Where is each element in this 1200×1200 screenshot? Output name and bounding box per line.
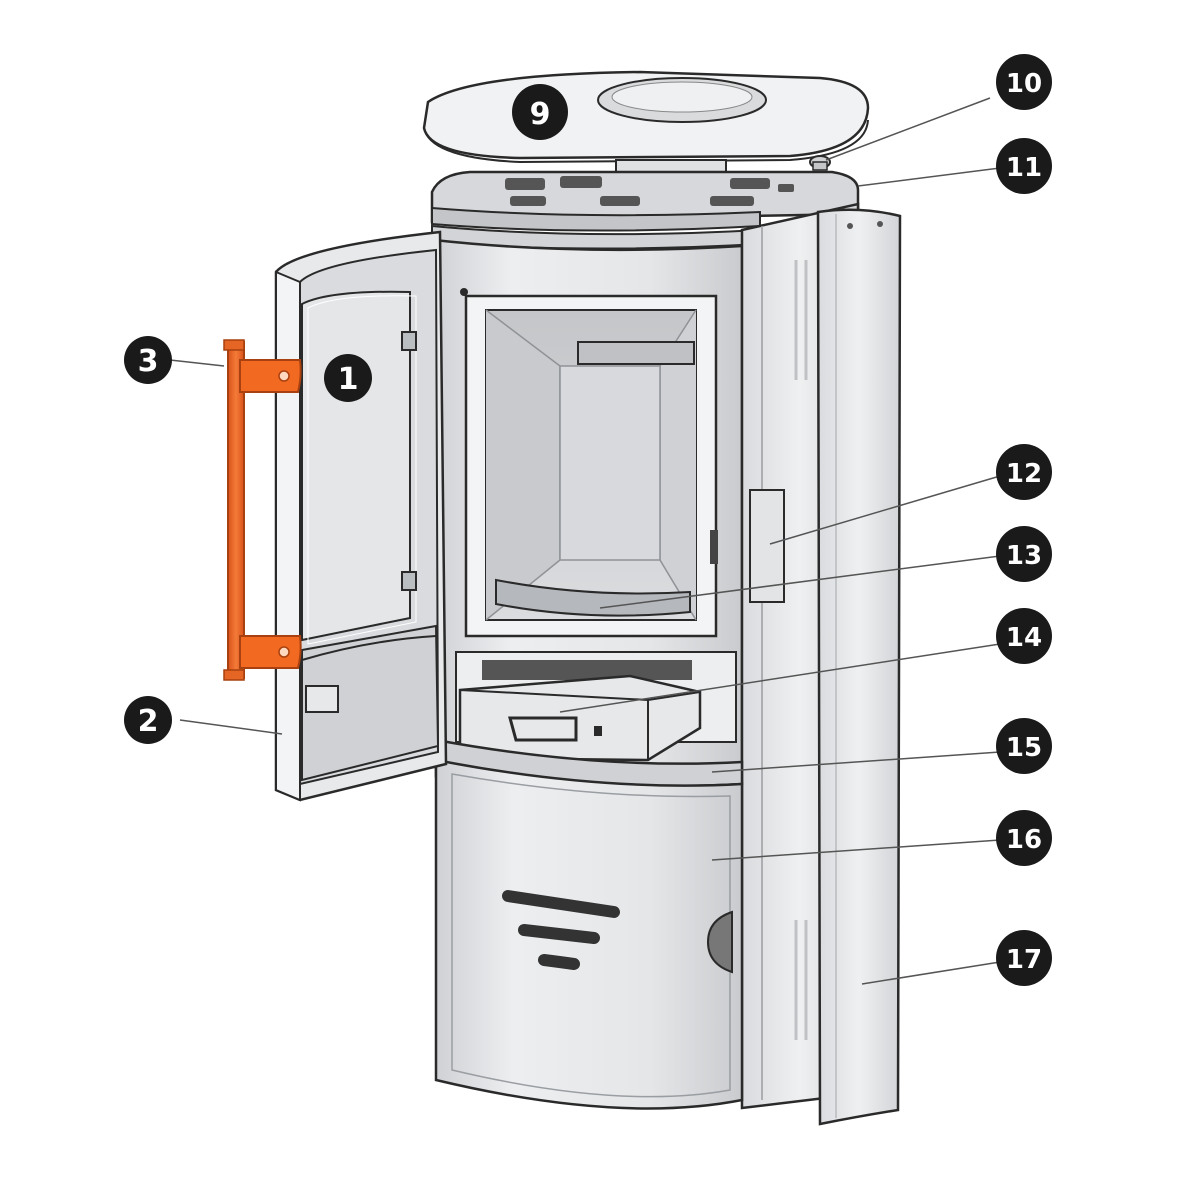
callout-1-label: 1: [338, 362, 359, 397]
callout-16-label: 16: [1006, 825, 1042, 855]
callout-3: 3: [124, 336, 172, 384]
callout-12-label: 12: [1006, 459, 1042, 489]
callout-11-label: 11: [1006, 153, 1042, 183]
callout-2-label: 2: [138, 704, 159, 739]
top-plate: [422, 70, 870, 164]
callout-14: 14: [996, 608, 1052, 664]
leader-lines: [169, 97, 1001, 985]
door-handle: [223, 339, 302, 681]
callout-15: 15: [996, 718, 1052, 774]
callout-14-label: 14: [1006, 623, 1042, 653]
stove-door: [274, 230, 448, 802]
callout-13-label: 13: [1006, 541, 1042, 571]
callout-3-label: 3: [138, 344, 159, 379]
callout-10-label: 10: [1006, 69, 1042, 99]
callout-12: 12: [996, 444, 1052, 500]
screw-part: [809, 155, 831, 171]
callout-13: 13: [996, 526, 1052, 582]
callout-17: 17: [996, 930, 1052, 986]
callout-11: 11: [996, 138, 1052, 194]
callout-16: 16: [996, 810, 1052, 866]
callout-1: 1: [324, 354, 372, 402]
callout-17-label: 17: [1006, 945, 1042, 975]
callout-9: 9: [512, 84, 568, 140]
callout-10: 10: [996, 54, 1052, 110]
callout-9-label: 9: [530, 97, 551, 132]
callout-15-label: 15: [1006, 733, 1042, 763]
side-cover-panel: [816, 208, 902, 1126]
callout-2: 2: [124, 696, 172, 744]
stove-body: [430, 170, 860, 1110]
